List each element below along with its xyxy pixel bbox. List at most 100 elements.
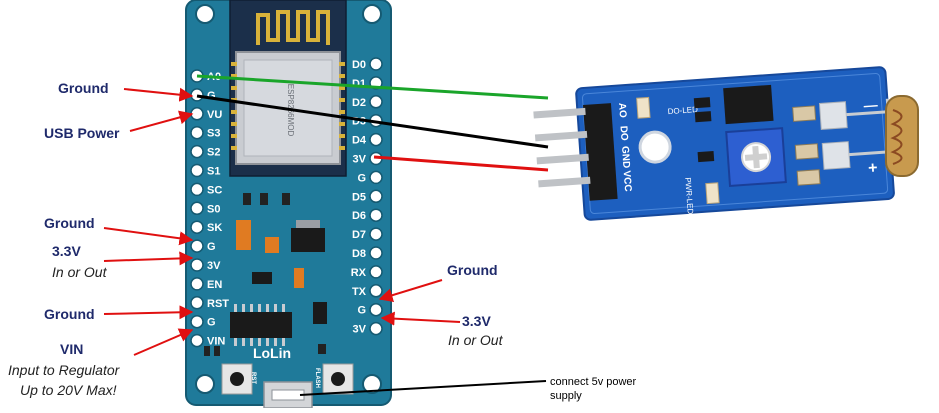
left-pin-label: EN <box>207 279 222 291</box>
arrow-ground-right <box>378 279 443 303</box>
right-pin-label: D4 <box>352 135 367 147</box>
wire-gnd-black <box>196 94 549 149</box>
label-ground-3: Ground <box>44 306 95 322</box>
right-pin-tx-hole <box>369 284 383 298</box>
right-pin-d7-hole <box>369 227 383 241</box>
wire-vcc-red <box>373 155 549 172</box>
antenna-trace <box>256 10 330 45</box>
left-pin-label: G <box>207 90 216 102</box>
right-pin-d8-hole <box>369 246 383 260</box>
left-pin-label: G <box>207 241 216 253</box>
sensor-pin-ao: AO <box>616 102 628 118</box>
arrow-usb-power <box>129 110 194 132</box>
left-pin-s3-hole <box>190 125 204 140</box>
wire-ao-green <box>196 74 549 100</box>
right-pin-rx-hole <box>369 265 383 279</box>
right-pin-label: D8 <box>352 248 366 260</box>
comparator-chip <box>723 84 774 125</box>
label-power-note: connect 5v power supply <box>550 376 637 402</box>
right-pin-label: D5 <box>352 191 366 203</box>
minus-label: — <box>863 96 878 113</box>
left-pin-rst-hole <box>190 296 204 310</box>
label-in-or-out-left: In or Out <box>52 264 107 280</box>
right-pin-label: 3V <box>353 324 367 336</box>
label-in-or-out-right: In or Out <box>448 332 503 348</box>
right-pin-label: D1 <box>352 78 366 90</box>
right-pin-d6-hole <box>369 208 383 222</box>
pwr-led-label: PWR-LED <box>683 177 695 215</box>
esp-module: ESP8266MOD <box>229 0 347 177</box>
left-pin-label: S0 <box>207 203 220 215</box>
voltage-regulator <box>291 228 325 252</box>
arrow-3v3-right <box>380 311 461 326</box>
right-pin-g-hole <box>369 170 383 185</box>
plus-label: + <box>868 160 879 178</box>
left-pin-sk-hole <box>190 220 204 234</box>
rst-button-label: RST <box>250 372 256 384</box>
right-pin-label: TX <box>352 286 367 298</box>
left-pin-label: S3 <box>207 128 220 140</box>
sensor-pin-header <box>533 103 618 201</box>
label-ground-1: Ground <box>58 80 109 96</box>
left-pin-s1-hole <box>190 163 204 178</box>
right-pin-d5-hole <box>369 189 383 204</box>
right-pin-label: RX <box>351 267 367 279</box>
left-pin-vu-hole <box>190 107 204 121</box>
left-pin-label: S1 <box>207 166 220 178</box>
left-pin-vin-hole <box>190 333 204 348</box>
flash-button[interactable] <box>322 363 354 395</box>
potentiometer[interactable] <box>725 127 787 188</box>
arrow-vin <box>133 328 194 356</box>
left-pin-s0-hole <box>190 201 204 216</box>
left-pin-g-hole <box>190 239 204 253</box>
mount-hole <box>195 374 215 394</box>
left-pin-label: S2 <box>207 147 220 159</box>
left-pin-g-hole <box>190 314 204 329</box>
right-pin-label: 3V <box>353 154 367 166</box>
left-pin-en-hole <box>190 277 204 291</box>
right-pin-label: G <box>357 305 366 317</box>
left-pin-label: SC <box>207 184 222 196</box>
wire-power-supply <box>299 380 547 396</box>
left-pin-label: VU <box>207 109 222 121</box>
right-pin-label: D6 <box>352 210 366 222</box>
left-pin-label: 3V <box>207 260 221 272</box>
right-pin-g-hole <box>369 302 383 317</box>
board-components <box>204 193 327 356</box>
sensor-mount-hole <box>638 130 672 164</box>
mount-hole <box>362 4 382 24</box>
left-pin-3v-hole <box>190 258 204 272</box>
right-pin-d4-hole <box>369 132 383 147</box>
left-pin-label: SK <box>207 222 222 234</box>
brand-label: LoLin <box>253 345 291 361</box>
do-led-label: DO-LED <box>667 105 698 116</box>
arrow-ground-2 <box>103 227 194 246</box>
arrow-ground-1 <box>123 87 194 102</box>
wires <box>196 74 549 396</box>
label-vin-desc-1: Input to Regulator <box>8 362 120 378</box>
mount-hole <box>362 374 382 394</box>
rst-button[interactable] <box>221 363 253 395</box>
left-pin-g-hole <box>190 88 204 102</box>
tantalum-capacitor <box>236 220 251 250</box>
ldr-sensor-module: AO DO GND VCC DO-LED PWR-LED — + <box>533 66 895 221</box>
label-usb-power: USB Power <box>44 125 120 141</box>
label-ground-2: Ground <box>44 215 95 231</box>
right-pin-label: D7 <box>352 229 366 241</box>
nodemcu-board: ESP8266MOD <box>185 0 392 409</box>
arrow-3v3-left <box>103 251 194 266</box>
right-pin-d2-hole <box>369 95 383 109</box>
sensor-pin-do: DO <box>618 125 630 141</box>
label-ground-right: Ground <box>447 262 498 278</box>
mount-hole <box>195 4 215 24</box>
annotation-arrows <box>103 87 461 356</box>
photoresistor <box>885 95 919 177</box>
flash-button-label: FLASH <box>314 368 320 388</box>
left-pin-label: G <box>207 317 216 329</box>
sensor-pin-gnd: GND <box>619 146 632 169</box>
label-vin-desc-2: Up to 20V Max! <box>20 382 117 398</box>
label-vin: VIN <box>60 341 84 357</box>
right-pin-d0-hole <box>369 57 383 71</box>
